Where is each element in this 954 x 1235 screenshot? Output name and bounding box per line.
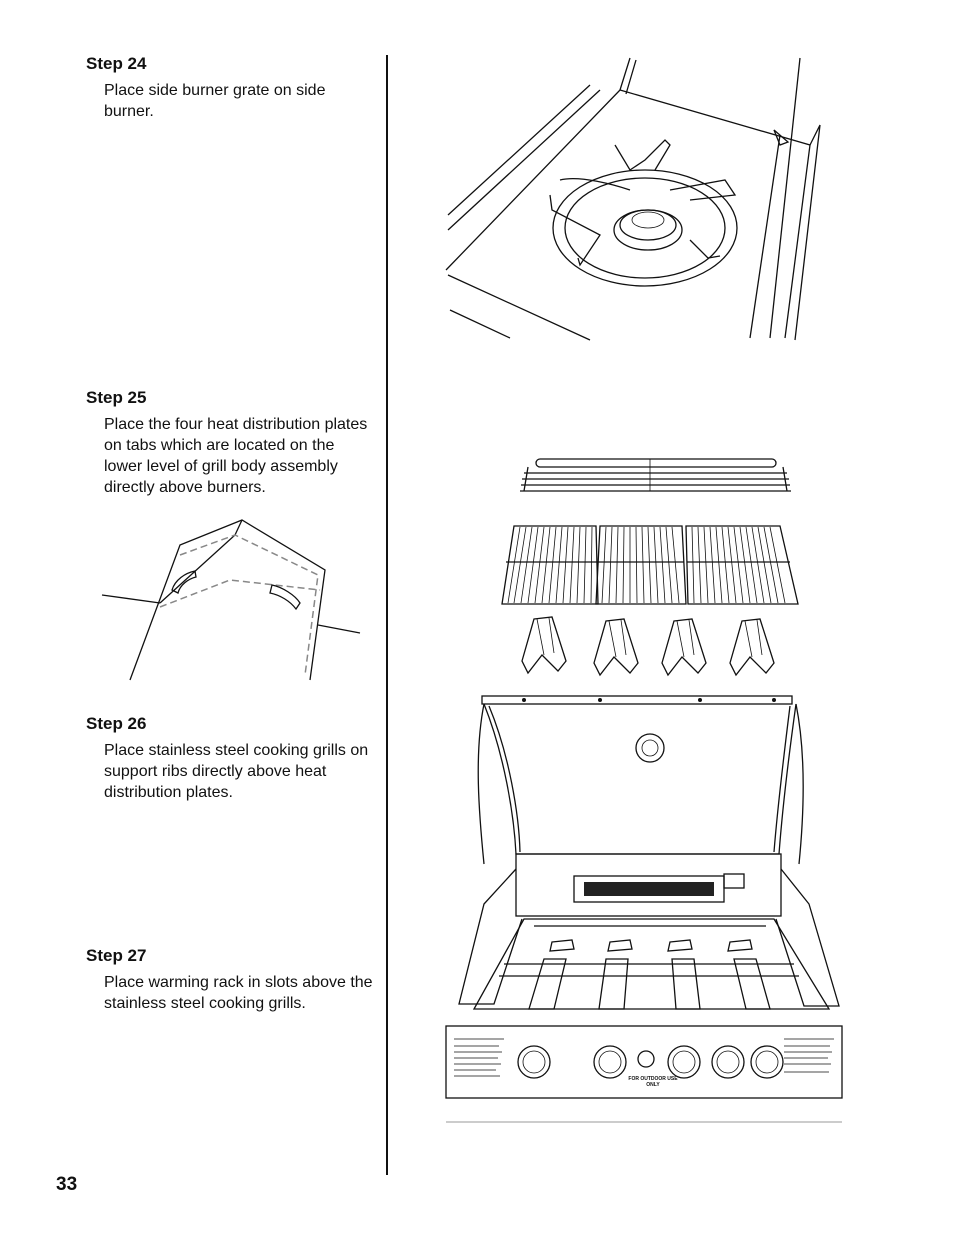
step-24: Step 24 Place side burner grate on side … (86, 54, 376, 122)
heat-plate-4 (729, 618, 775, 677)
page-number: 33 (56, 1174, 78, 1195)
outdoor-use-label: FOR OUTDOOR USE ONLY (628, 1076, 678, 1088)
step-24-title: Step 24 (86, 54, 147, 73)
step-25-text: Place the four heat distribution plates … (104, 416, 368, 496)
heat-plate-2 (593, 618, 639, 677)
step-25: Step 25 Place the four heat distribution… (86, 388, 376, 498)
step-26-text: Place stainless steel cooking grills on … (104, 742, 369, 801)
heat-plate-1 (521, 616, 567, 675)
step-27-title: Step 27 (86, 946, 147, 965)
burners (528, 958, 771, 1010)
warming-rack-illustration (520, 458, 791, 492)
cooking-grill-middle (595, 525, 687, 605)
control-knobs (517, 1045, 784, 1079)
step-26: Step 26 Place stainless steel cooking gr… (86, 714, 376, 803)
heat-plates-illustration (521, 616, 775, 677)
side-burner-grate-illustration (445, 57, 821, 341)
step-25-title: Step 25 (86, 388, 147, 407)
cooking-grills-illustration (501, 525, 799, 605)
step-26-title: Step 26 (86, 714, 147, 733)
cooking-grill-right (685, 525, 799, 605)
heat-plate-3 (661, 618, 707, 677)
grill-body-illustration (445, 695, 843, 1123)
burner-tabs (549, 939, 753, 952)
column-divider (386, 55, 388, 1175)
heat-plate-illustration (101, 519, 361, 681)
cooking-grill-left (501, 525, 599, 605)
step-27-text: Place warming rack in slots above the st… (104, 974, 373, 1012)
step-24-text: Place side burner grate on side burner. (104, 82, 326, 120)
step-27: Step 27 Place warming rack in slots abov… (86, 946, 376, 1014)
